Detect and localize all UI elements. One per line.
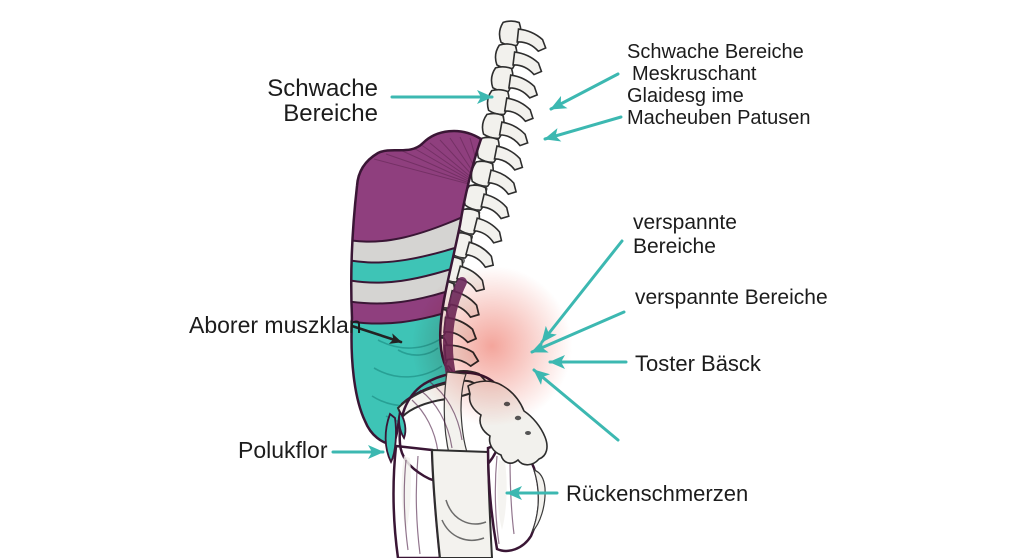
label-line: Meskruschant bbox=[632, 63, 757, 85]
label-tense-areas-upper: verspannte Bereiche bbox=[633, 211, 737, 259]
label-line: Bereiche bbox=[283, 100, 378, 127]
label-line: Macheuben Patusen bbox=[627, 107, 811, 129]
label-line: Schwache Bereiche bbox=[627, 41, 804, 63]
arrow-tense-lower bbox=[530, 310, 626, 354]
label-line: Glaidesg ime bbox=[627, 85, 744, 107]
arrow-pain-diagonal bbox=[532, 368, 620, 442]
pain-glow bbox=[412, 266, 572, 426]
arrow-tense-upper bbox=[540, 239, 624, 344]
label-lower-back: Toster Bäsck bbox=[635, 351, 761, 376]
arrow-weak-areas-right-2 bbox=[543, 115, 623, 142]
label-line: verspannte bbox=[633, 211, 737, 234]
label-line: Bereiche bbox=[633, 235, 716, 258]
label-line: Schwache bbox=[267, 75, 378, 102]
annotation-arrows bbox=[331, 72, 628, 500]
arrow-abdominal bbox=[350, 324, 403, 344]
label-tense-areas-lower: verspannte Bereiche bbox=[635, 286, 828, 309]
label-abdominal-muscle: Aborer muszklan bbox=[189, 312, 362, 338]
label-hip-flexor: Polukflor bbox=[238, 437, 328, 463]
label-weak-areas-right: Schwache Bereiche Meskruschant Glaidesg … bbox=[627, 41, 810, 129]
label-back-pain: Rückenschmerzen bbox=[566, 481, 749, 506]
label-weak-areas-left: Schwache Bereiche bbox=[250, 76, 378, 126]
arrow-weak-areas-right-1 bbox=[549, 72, 620, 111]
